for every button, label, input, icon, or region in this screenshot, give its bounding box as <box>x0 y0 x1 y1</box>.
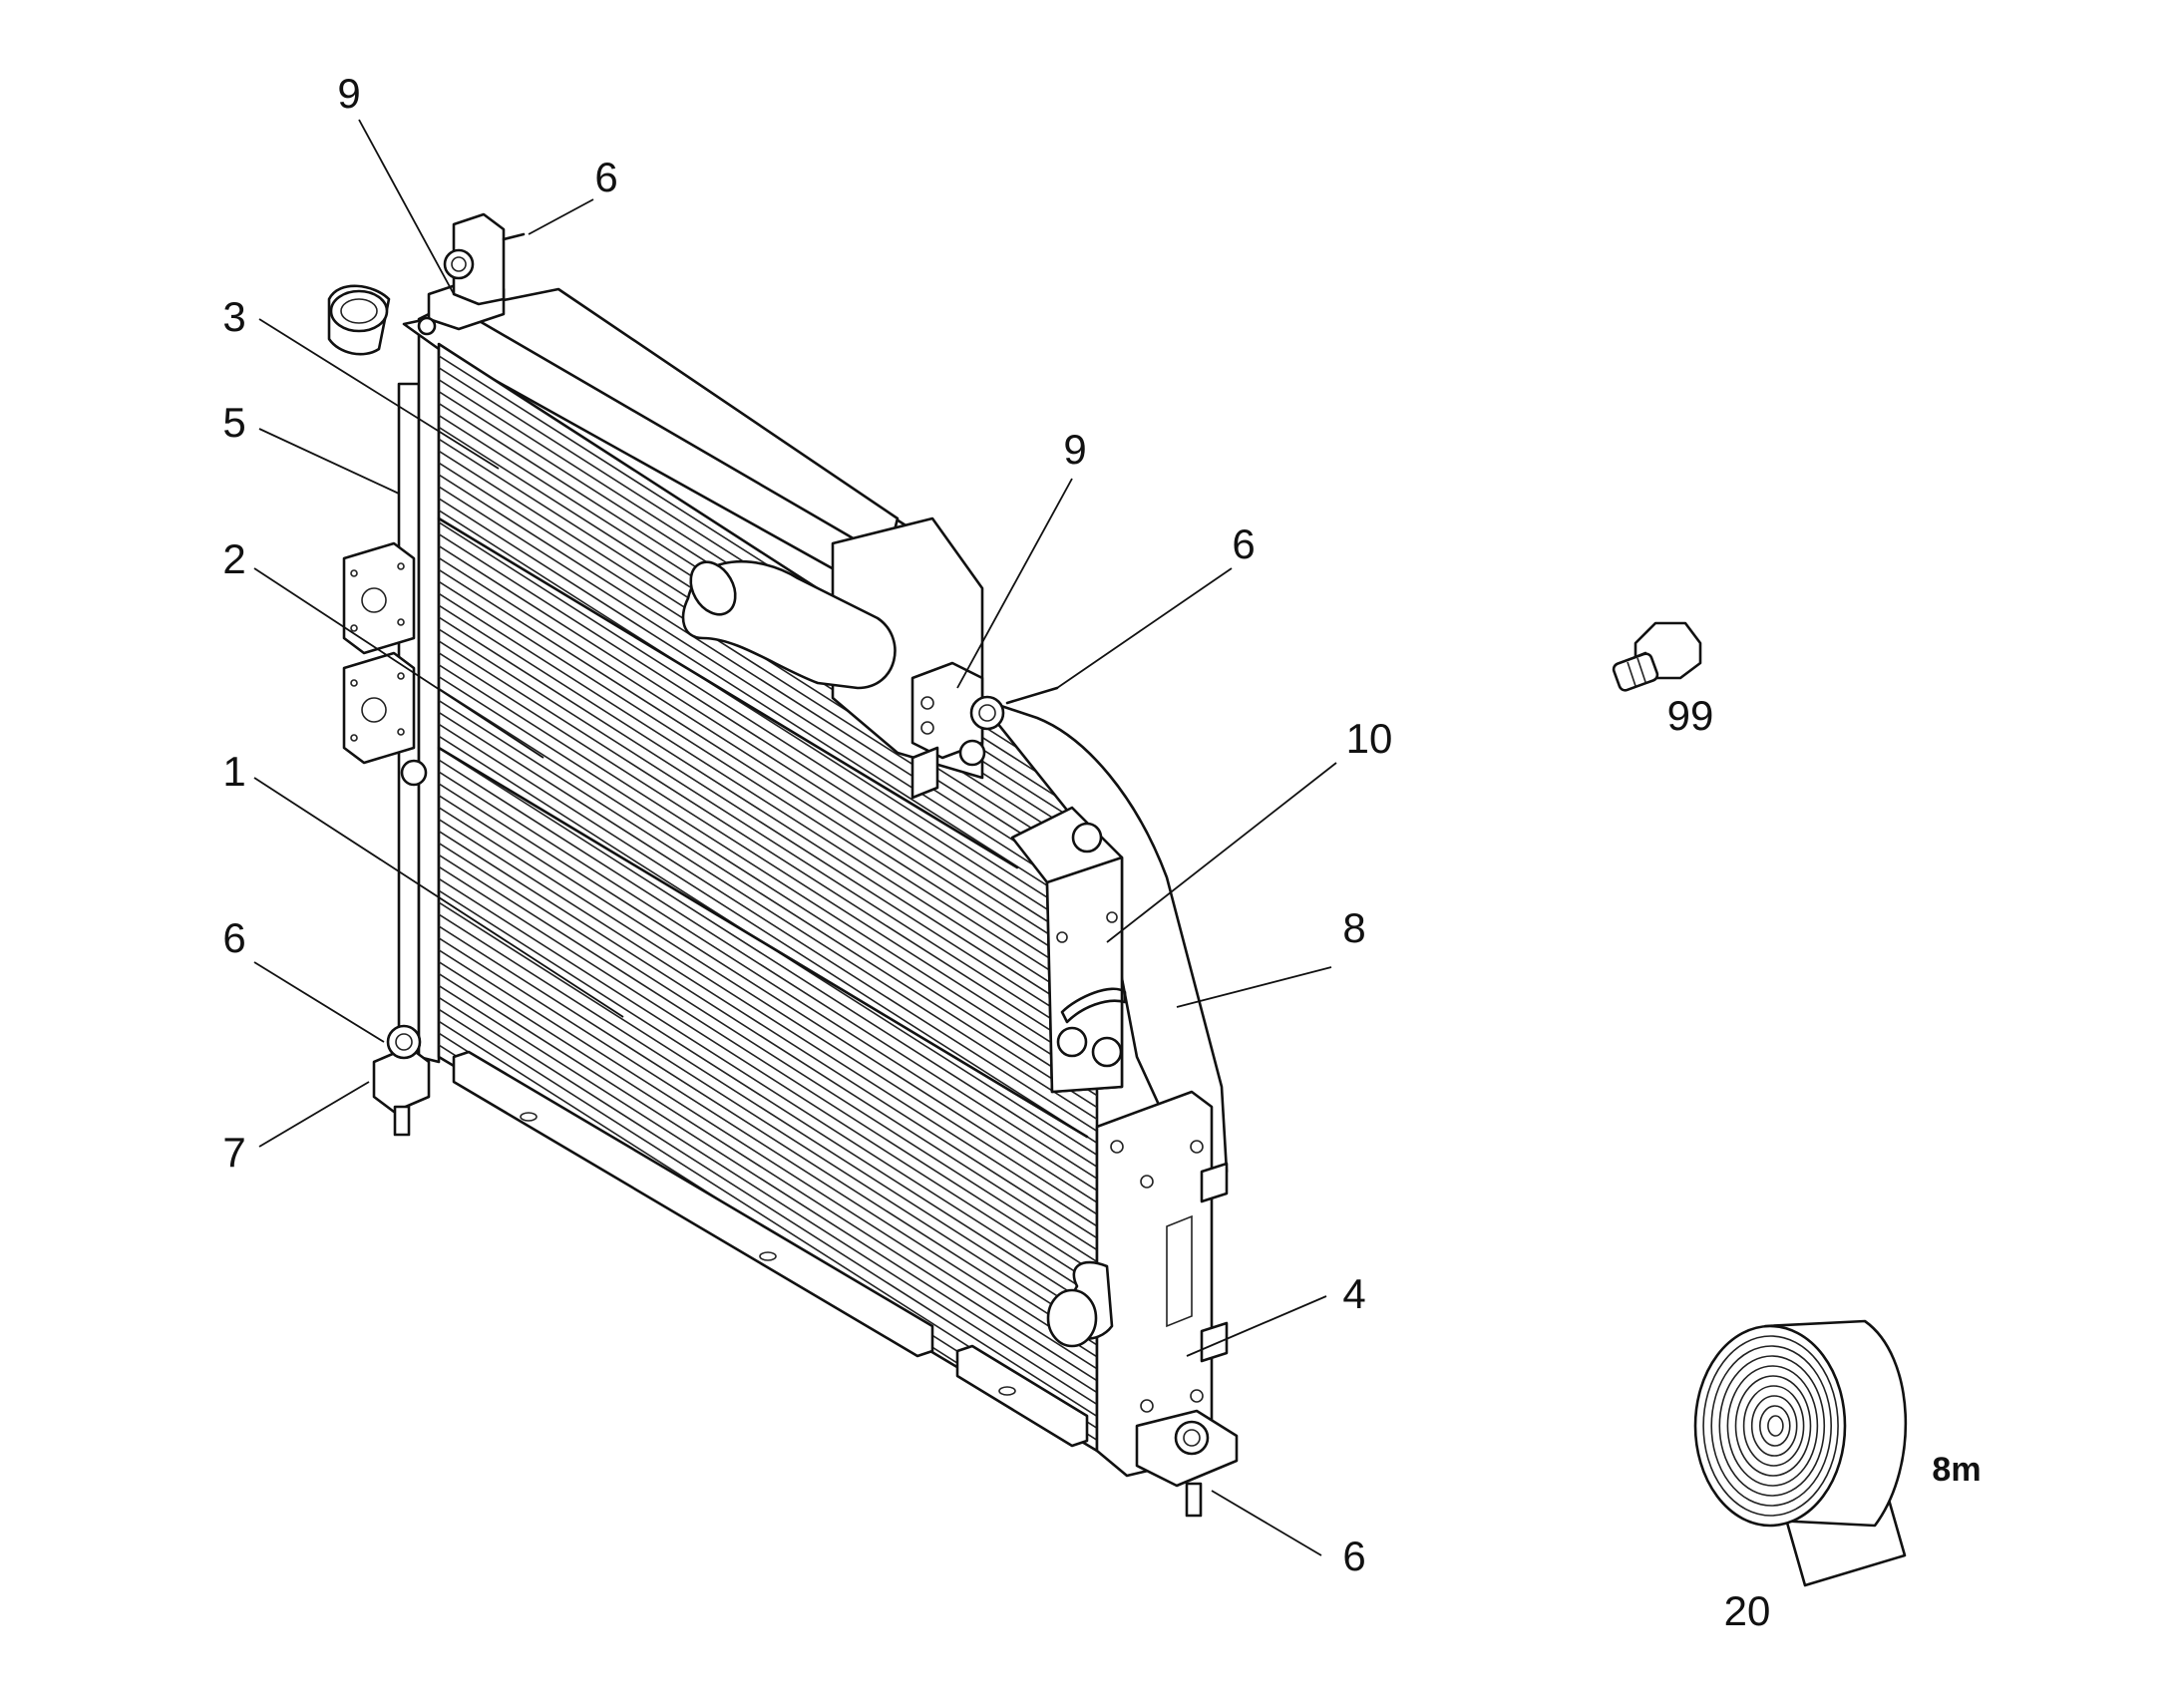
sealing-tape-roll-20 <box>1693 1319 1908 1587</box>
callout-label-9-top: 9 <box>337 70 360 117</box>
callout-label-6-left: 6 <box>222 914 245 961</box>
bottom-left-mount-7-and-bolt-6 <box>372 1024 431 1137</box>
callout-label-6-top: 6 <box>594 154 617 200</box>
lower-side-tank-4 <box>1046 1090 1229 1478</box>
expansion-tank-10 <box>1010 806 1127 1094</box>
callout-label-10: 10 <box>1346 715 1393 762</box>
callout-label-6-bottom: 6 <box>1342 1533 1365 1579</box>
tape-length-label: 8m <box>1932 1451 1981 1489</box>
callout-labels: 9 6 3 5 2 9 6 10 1 8 6 7 4 6 99 20 8m <box>222 70 1981 1634</box>
callout-label-9-mid: 9 <box>1063 426 1086 473</box>
callout-label-2: 2 <box>222 535 245 582</box>
callout-label-4: 4 <box>1342 1270 1365 1317</box>
bottom-right-bracket-and-bolt-6 <box>1135 1409 1239 1518</box>
top-tank <box>327 284 959 640</box>
bolt-99 <box>1612 621 1702 692</box>
radiator-assembly <box>327 212 1239 1518</box>
mid-bracket-9-and-bolt-6 <box>910 661 1059 800</box>
callout-label-8: 8 <box>1342 904 1365 951</box>
top-bracket-9-and-bolt-6 <box>417 212 526 336</box>
callout-label-5: 5 <box>222 399 245 446</box>
callout-label-3: 3 <box>222 293 245 340</box>
bottom-rails <box>452 1050 1089 1448</box>
callout-label-7: 7 <box>222 1129 245 1176</box>
callout-label-6-mid: 6 <box>1232 520 1255 567</box>
left-mounting-brackets <box>342 541 428 787</box>
radiator-core <box>437 342 1099 1453</box>
callout-label-1: 1 <box>222 748 245 795</box>
leader-lines <box>253 119 1337 1556</box>
callout-label-99: 99 <box>1667 692 1714 739</box>
callout-label-20: 20 <box>1724 1587 1771 1634</box>
